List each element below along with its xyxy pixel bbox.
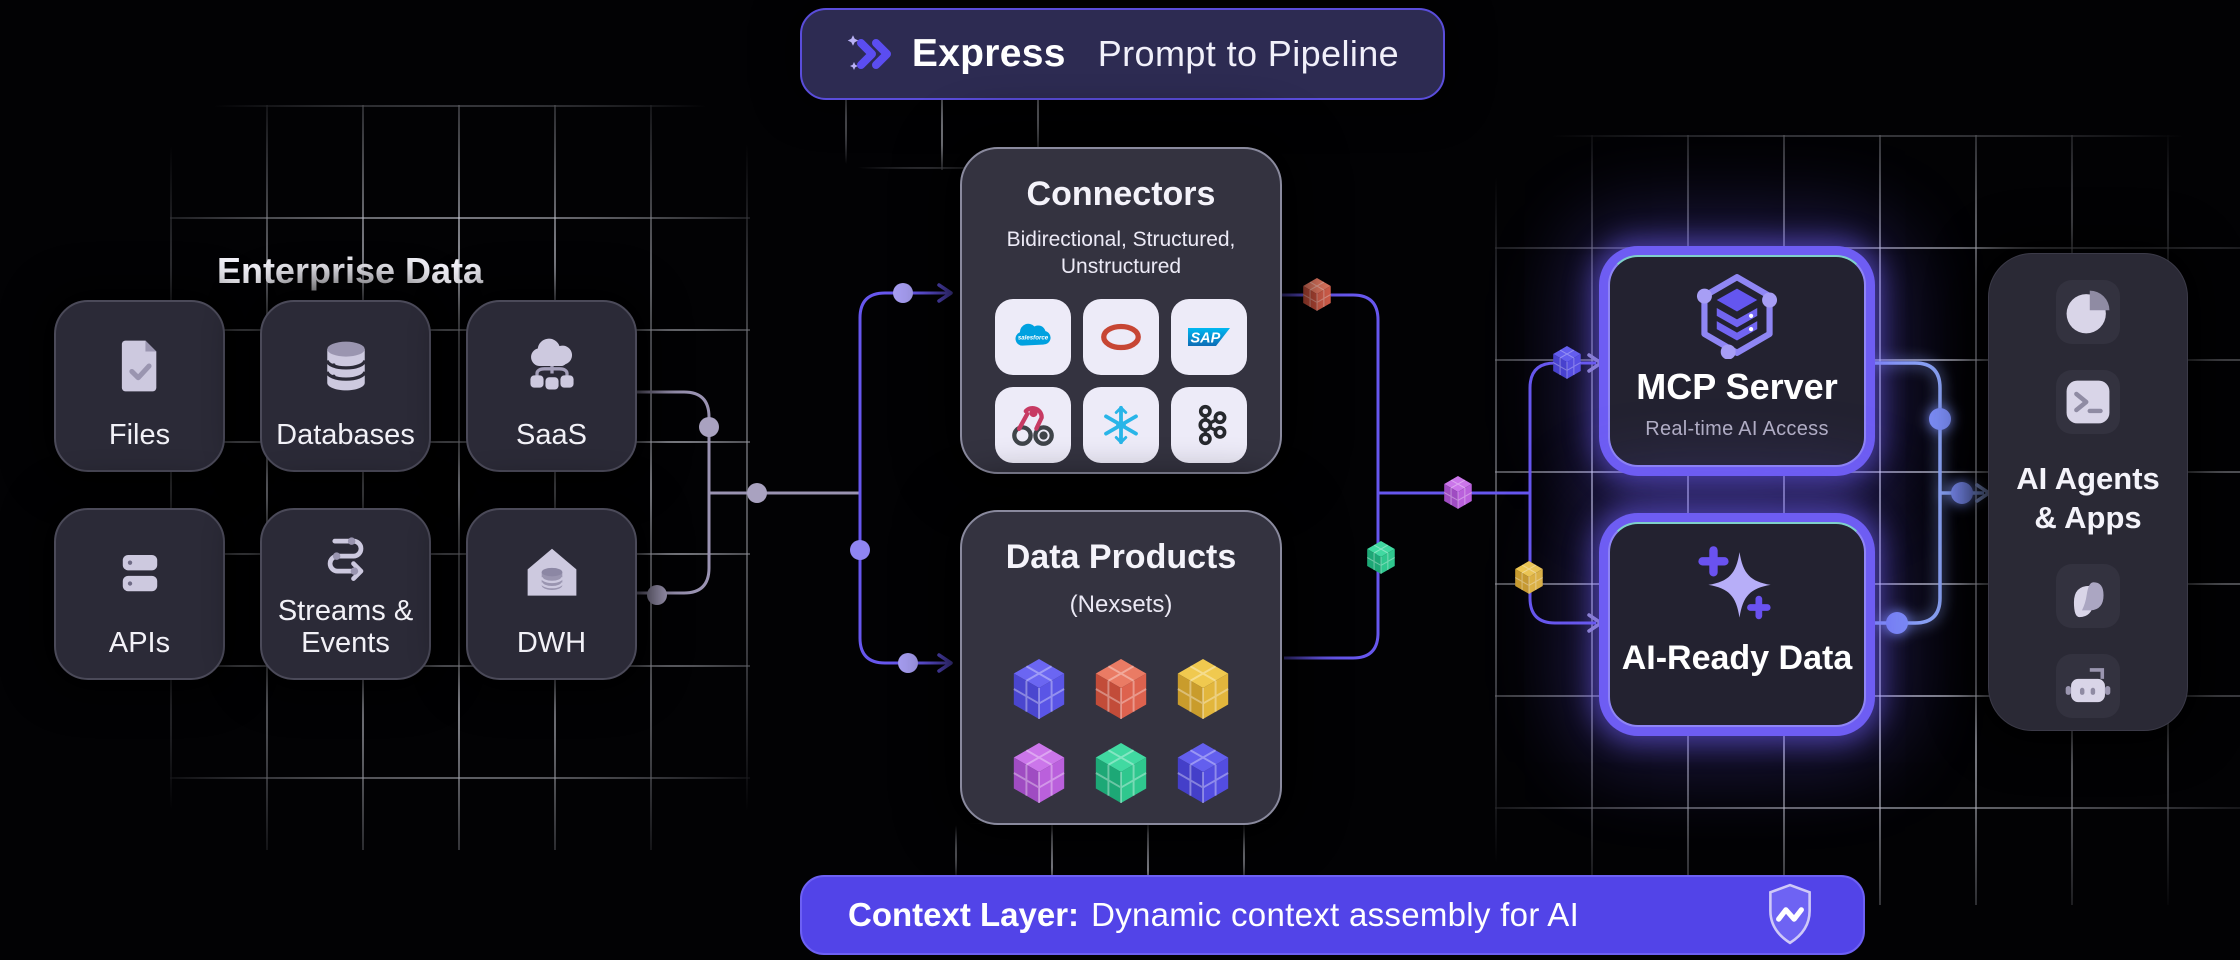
- flow-mini-cubes: [1302, 278, 1582, 594]
- connectors-subtitle: Bidirectional, Structured, Unstructured: [1006, 228, 1236, 279]
- flow-cube-green: [1366, 541, 1396, 574]
- sparkle-icon: [1695, 542, 1779, 631]
- ai-agents-apps-title: AI Agents & Apps: [2016, 460, 2160, 538]
- enterprise-card-label: Files: [108, 419, 171, 452]
- kafka-logo: [1171, 386, 1247, 463]
- ai-ready-data-box: AI-Ready Data: [1608, 522, 1866, 727]
- warehouse-database-icon: [521, 510, 583, 628]
- enterprise-card-label: APIs: [108, 627, 171, 660]
- express-banner: Express Prompt to Pipeline: [800, 8, 1445, 100]
- ai-agents-title-line2: & Apps: [2034, 499, 2142, 535]
- sap-logo: SAP: [1171, 298, 1247, 375]
- flow-lines-products: [1282, 293, 1596, 660]
- terminal-icon: [2056, 370, 2120, 434]
- database-icon: [316, 302, 376, 420]
- flow-cube-indigo2: [1552, 346, 1582, 379]
- nexset-cube-indigo: [1008, 657, 1070, 721]
- enterprise-card-label: Streams & Events: [277, 595, 414, 660]
- fast-forward-chevrons-icon: [846, 32, 898, 76]
- flow-lines-ingest: [858, 291, 948, 665]
- connector-tile-grid: salesforce SAP: [995, 298, 1247, 463]
- nexset-cube-indigo2: [1172, 741, 1234, 805]
- ai-agents-apps-panel: AI Agents & Apps: [1988, 253, 2188, 731]
- connectors-box: Connectors Bidirectional, Structured, Un…: [960, 147, 1282, 474]
- oracle-logo: [1083, 298, 1159, 375]
- nexset-cube-grid: [1008, 657, 1234, 805]
- enterprise-card-dwh: DWH: [466, 508, 637, 680]
- cloud-network-icon: [521, 302, 583, 420]
- enterprise-card-label: Databases: [276, 419, 415, 452]
- nexset-cube-green: [1090, 741, 1152, 805]
- flow-lines-sources: [637, 390, 860, 595]
- enterprise-card-grid: Files Databases SaaS APIs Streams & Events DW…: [54, 300, 637, 680]
- data-products-title: Data Products: [1005, 538, 1237, 576]
- robot-icon: [2056, 653, 2120, 718]
- flow-lines-output: [1866, 361, 1984, 625]
- context-layer-description: Dynamic context assembly for AI: [1091, 896, 1580, 933]
- enterprise-card-streams-events: Streams & Events: [260, 508, 431, 680]
- server-stack-icon: [111, 510, 169, 628]
- svg-text:salesforce: salesforce: [1018, 334, 1049, 341]
- context-layer-label: Context Layer:: [848, 896, 1080, 933]
- context-layer-banner: Context Layer: Dynamic context assembly …: [800, 875, 1865, 955]
- flow-cube-red: [1302, 278, 1332, 311]
- brand-name: Express: [911, 32, 1066, 75]
- enterprise-card-files: Files: [54, 300, 225, 472]
- enterprise-card-label: DWH: [516, 627, 587, 660]
- stream-flow-icon: [315, 510, 377, 596]
- copilot-icon: [2056, 563, 2120, 628]
- flow-cube-yellow: [1514, 561, 1544, 594]
- enterprise-data-title: Enterprise Data: [216, 250, 484, 291]
- snowflake-logo: [1083, 386, 1159, 463]
- nexset-cube-yellow: [1172, 657, 1234, 721]
- salesforce-logo: salesforce: [995, 298, 1071, 375]
- file-check-icon: [111, 302, 169, 420]
- flow-cube-magenta: [1443, 476, 1473, 509]
- ai-ready-data-title: AI-Ready Data: [1621, 639, 1853, 677]
- enterprise-card-apis: APIs: [54, 508, 225, 680]
- data-products-box: Data Products (Nexsets): [960, 510, 1282, 825]
- enterprise-card-saas: SaaS: [466, 300, 637, 472]
- webhook-logo: [995, 386, 1071, 463]
- ai-agents-title-line1: AI Agents: [2016, 461, 2160, 496]
- background-grid-bottom: [955, 822, 1285, 882]
- enterprise-card-label: SaaS: [516, 419, 587, 452]
- mcp-server-subtitle: Real-time AI Access: [1645, 418, 1829, 440]
- connectors-title: Connectors: [1026, 175, 1216, 213]
- pie-chart-icon: [2056, 280, 2120, 344]
- enterprise-card-databases: Databases: [260, 300, 431, 472]
- nexset-cube-magenta: [1008, 741, 1070, 805]
- mcp-server-title: MCP Server: [1636, 366, 1838, 407]
- mcp-hexagon-icon: [1693, 271, 1781, 364]
- svg-text:SAP: SAP: [1191, 330, 1221, 346]
- banner-title: Prompt to Pipeline: [1097, 33, 1400, 74]
- mcp-server-box: MCP Server Real-time AI Access: [1608, 255, 1866, 467]
- shield-zigzag-icon: [1763, 883, 1817, 947]
- nexset-cube-red: [1090, 657, 1152, 721]
- data-products-subtitle: (Nexsets): [1069, 591, 1173, 618]
